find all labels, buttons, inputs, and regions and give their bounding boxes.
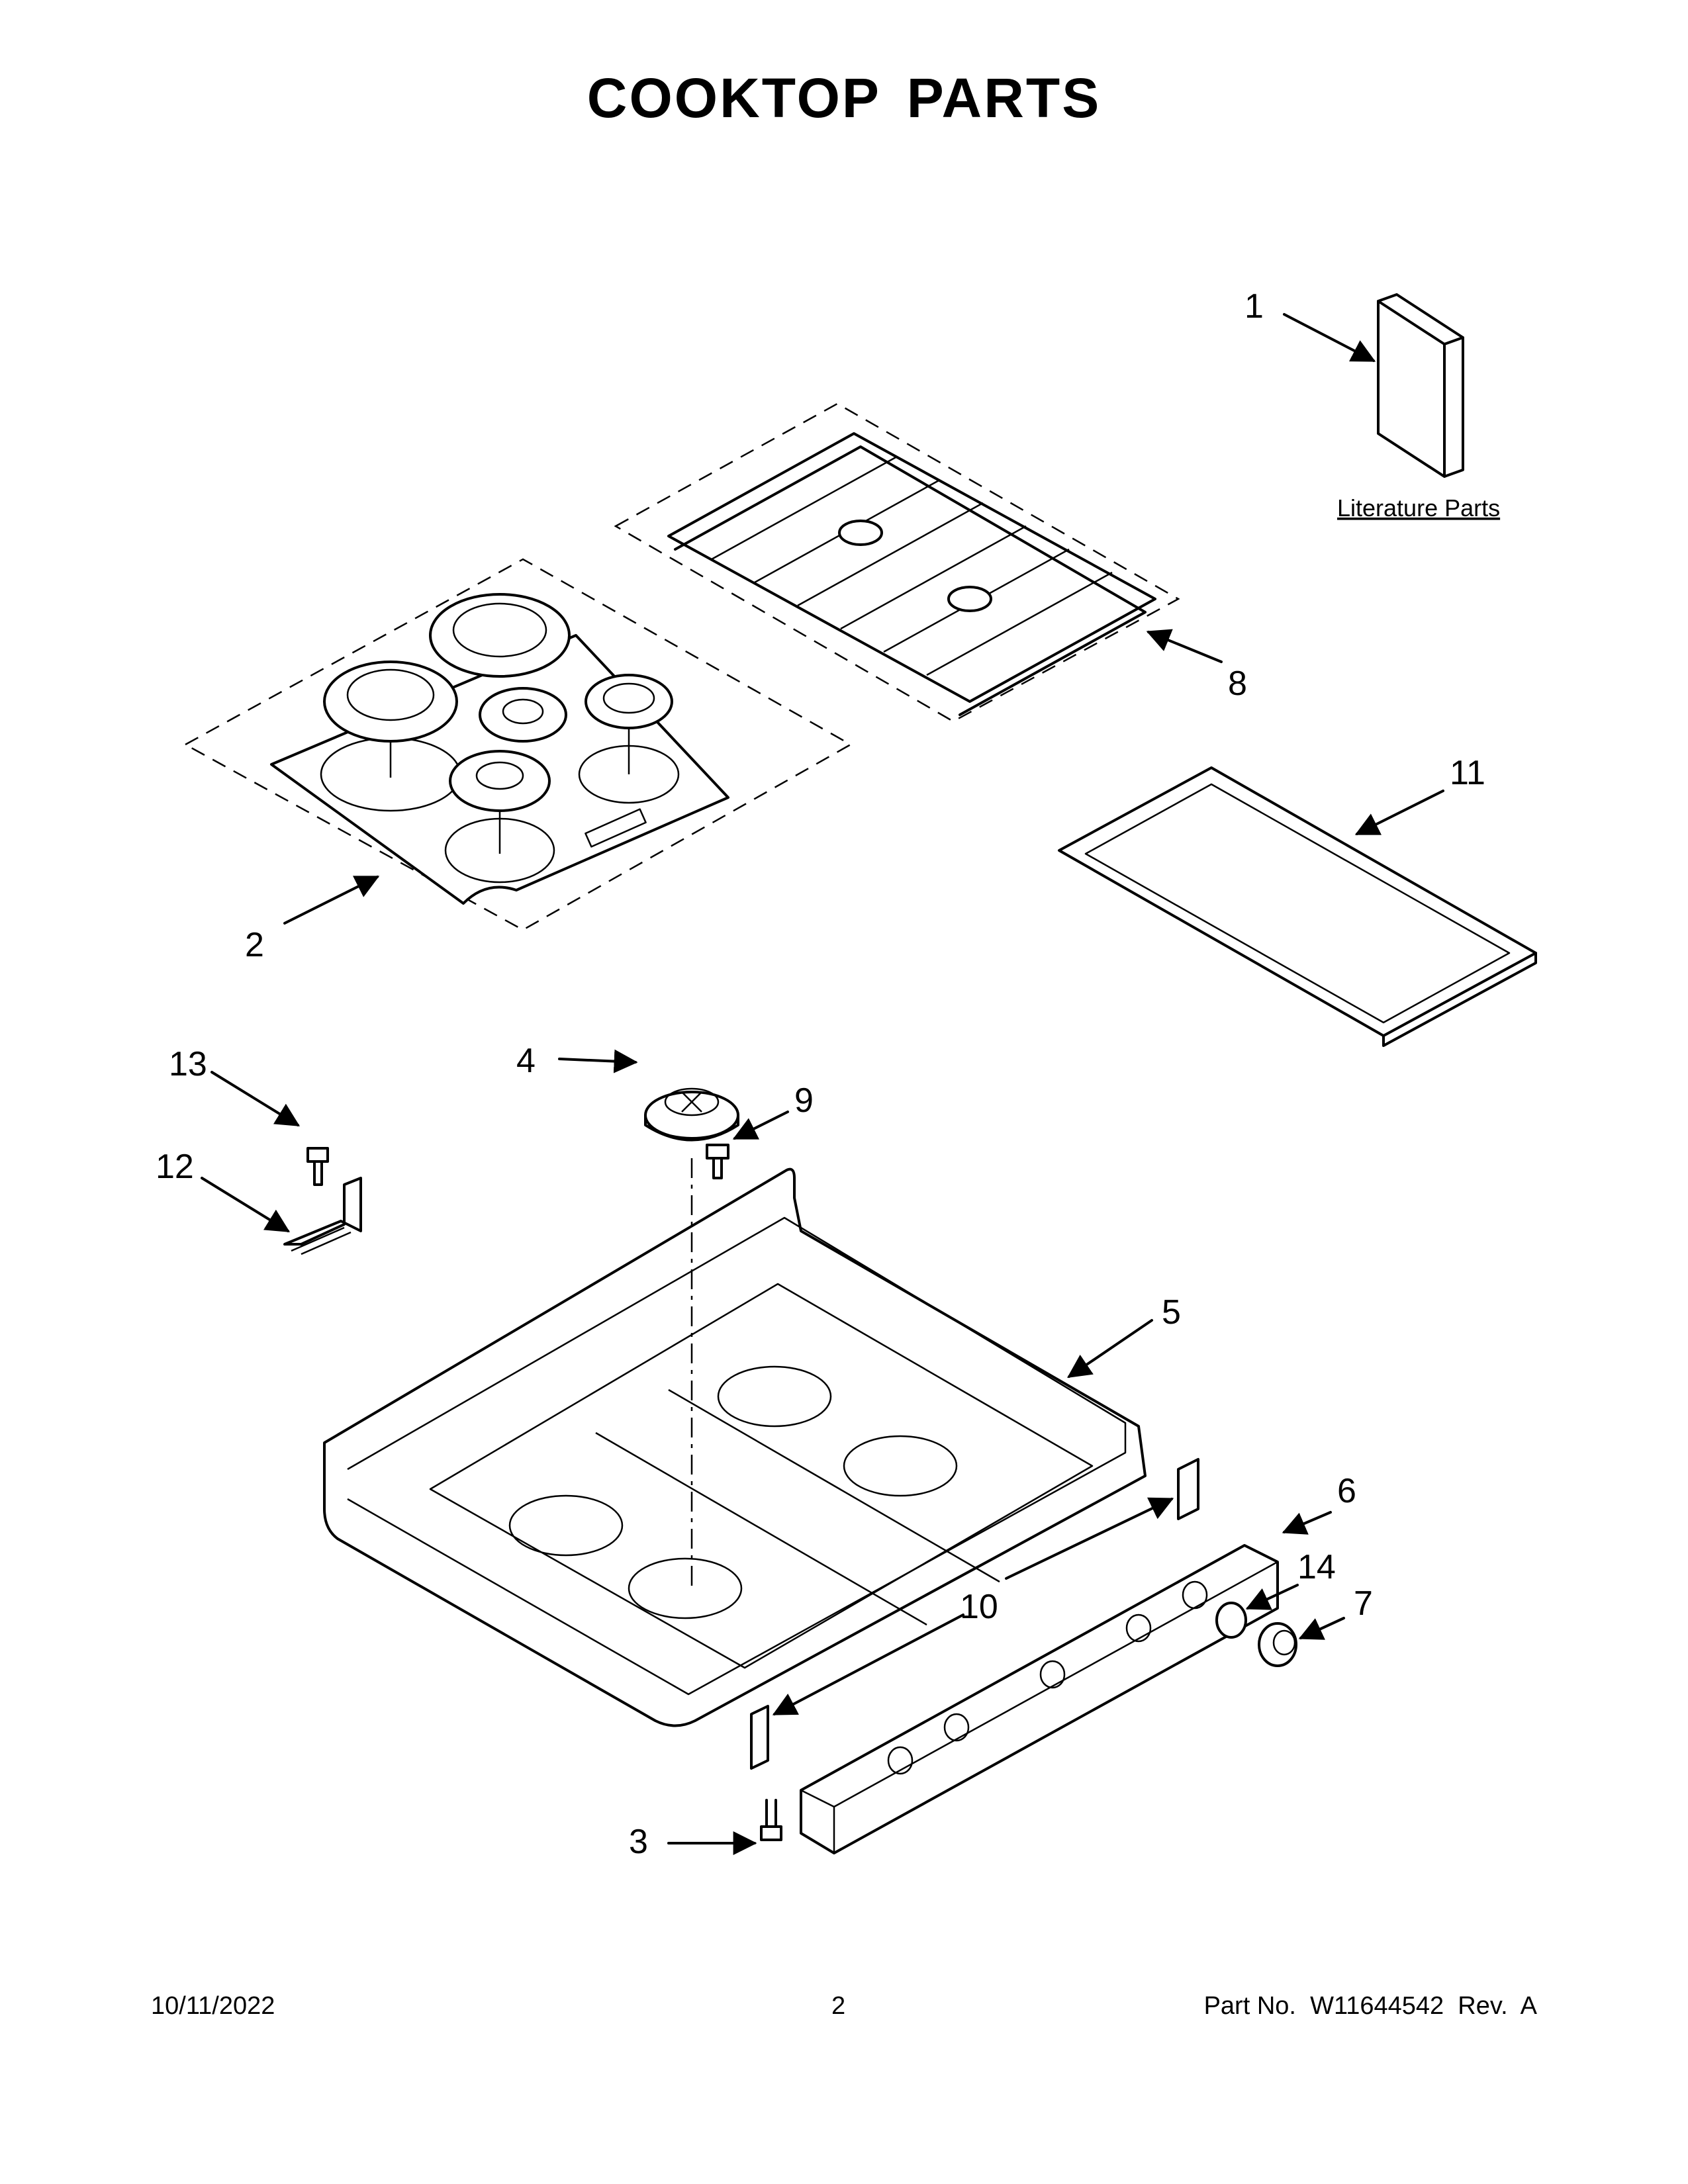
- callout-10: 10: [960, 1588, 998, 1626]
- leader-arrows: [201, 313, 1444, 1855]
- cooktop-main-top-part: [323, 1167, 1147, 1727]
- callout-6: 6: [1337, 1472, 1356, 1510]
- callout-5: 5: [1162, 1293, 1181, 1332]
- callout-7: 7: [1354, 1584, 1373, 1623]
- callout-14: 14: [1297, 1548, 1336, 1586]
- cooktop-burner-assembly-part: [183, 558, 853, 931]
- literature-booklet-part: [1377, 293, 1464, 478]
- control-knob-part: [1258, 1622, 1297, 1667]
- callout-2: 2: [245, 926, 264, 964]
- callout-12: 12: [156, 1148, 194, 1186]
- callout-8: 8: [1228, 664, 1247, 703]
- grate-part: [614, 402, 1180, 723]
- callout-3: 3: [629, 1823, 648, 1861]
- callout-4: 4: [516, 1042, 536, 1080]
- callout-11: 11: [1450, 754, 1485, 792]
- screw-part-3: [760, 1799, 782, 1841]
- screw-part-13: [306, 1147, 329, 1186]
- screw-part-9: [706, 1144, 729, 1179]
- footer-date: 10/11/2022: [151, 1992, 275, 2020]
- literature-parts-label: Literature Parts: [1337, 494, 1500, 522]
- bracket-part-12: [283, 1177, 362, 1255]
- footer-part-number: Part No. W11644542 Rev. A: [1203, 1992, 1537, 2020]
- manifold-bracket-part: [750, 1458, 1199, 1770]
- callout-1: 1: [1244, 287, 1264, 326]
- callout-9: 9: [794, 1081, 814, 1120]
- knob-bezel-part: [1215, 1602, 1247, 1639]
- manifold-panel-part: [800, 1544, 1279, 1854]
- page-title: COOKTOP PARTS: [586, 67, 1102, 129]
- burner-base-part: [644, 1087, 739, 1142]
- griddle-part: [1058, 766, 1537, 1047]
- callout-13: 13: [169, 1045, 207, 1083]
- footer-page-number: 2: [831, 1992, 846, 2020]
